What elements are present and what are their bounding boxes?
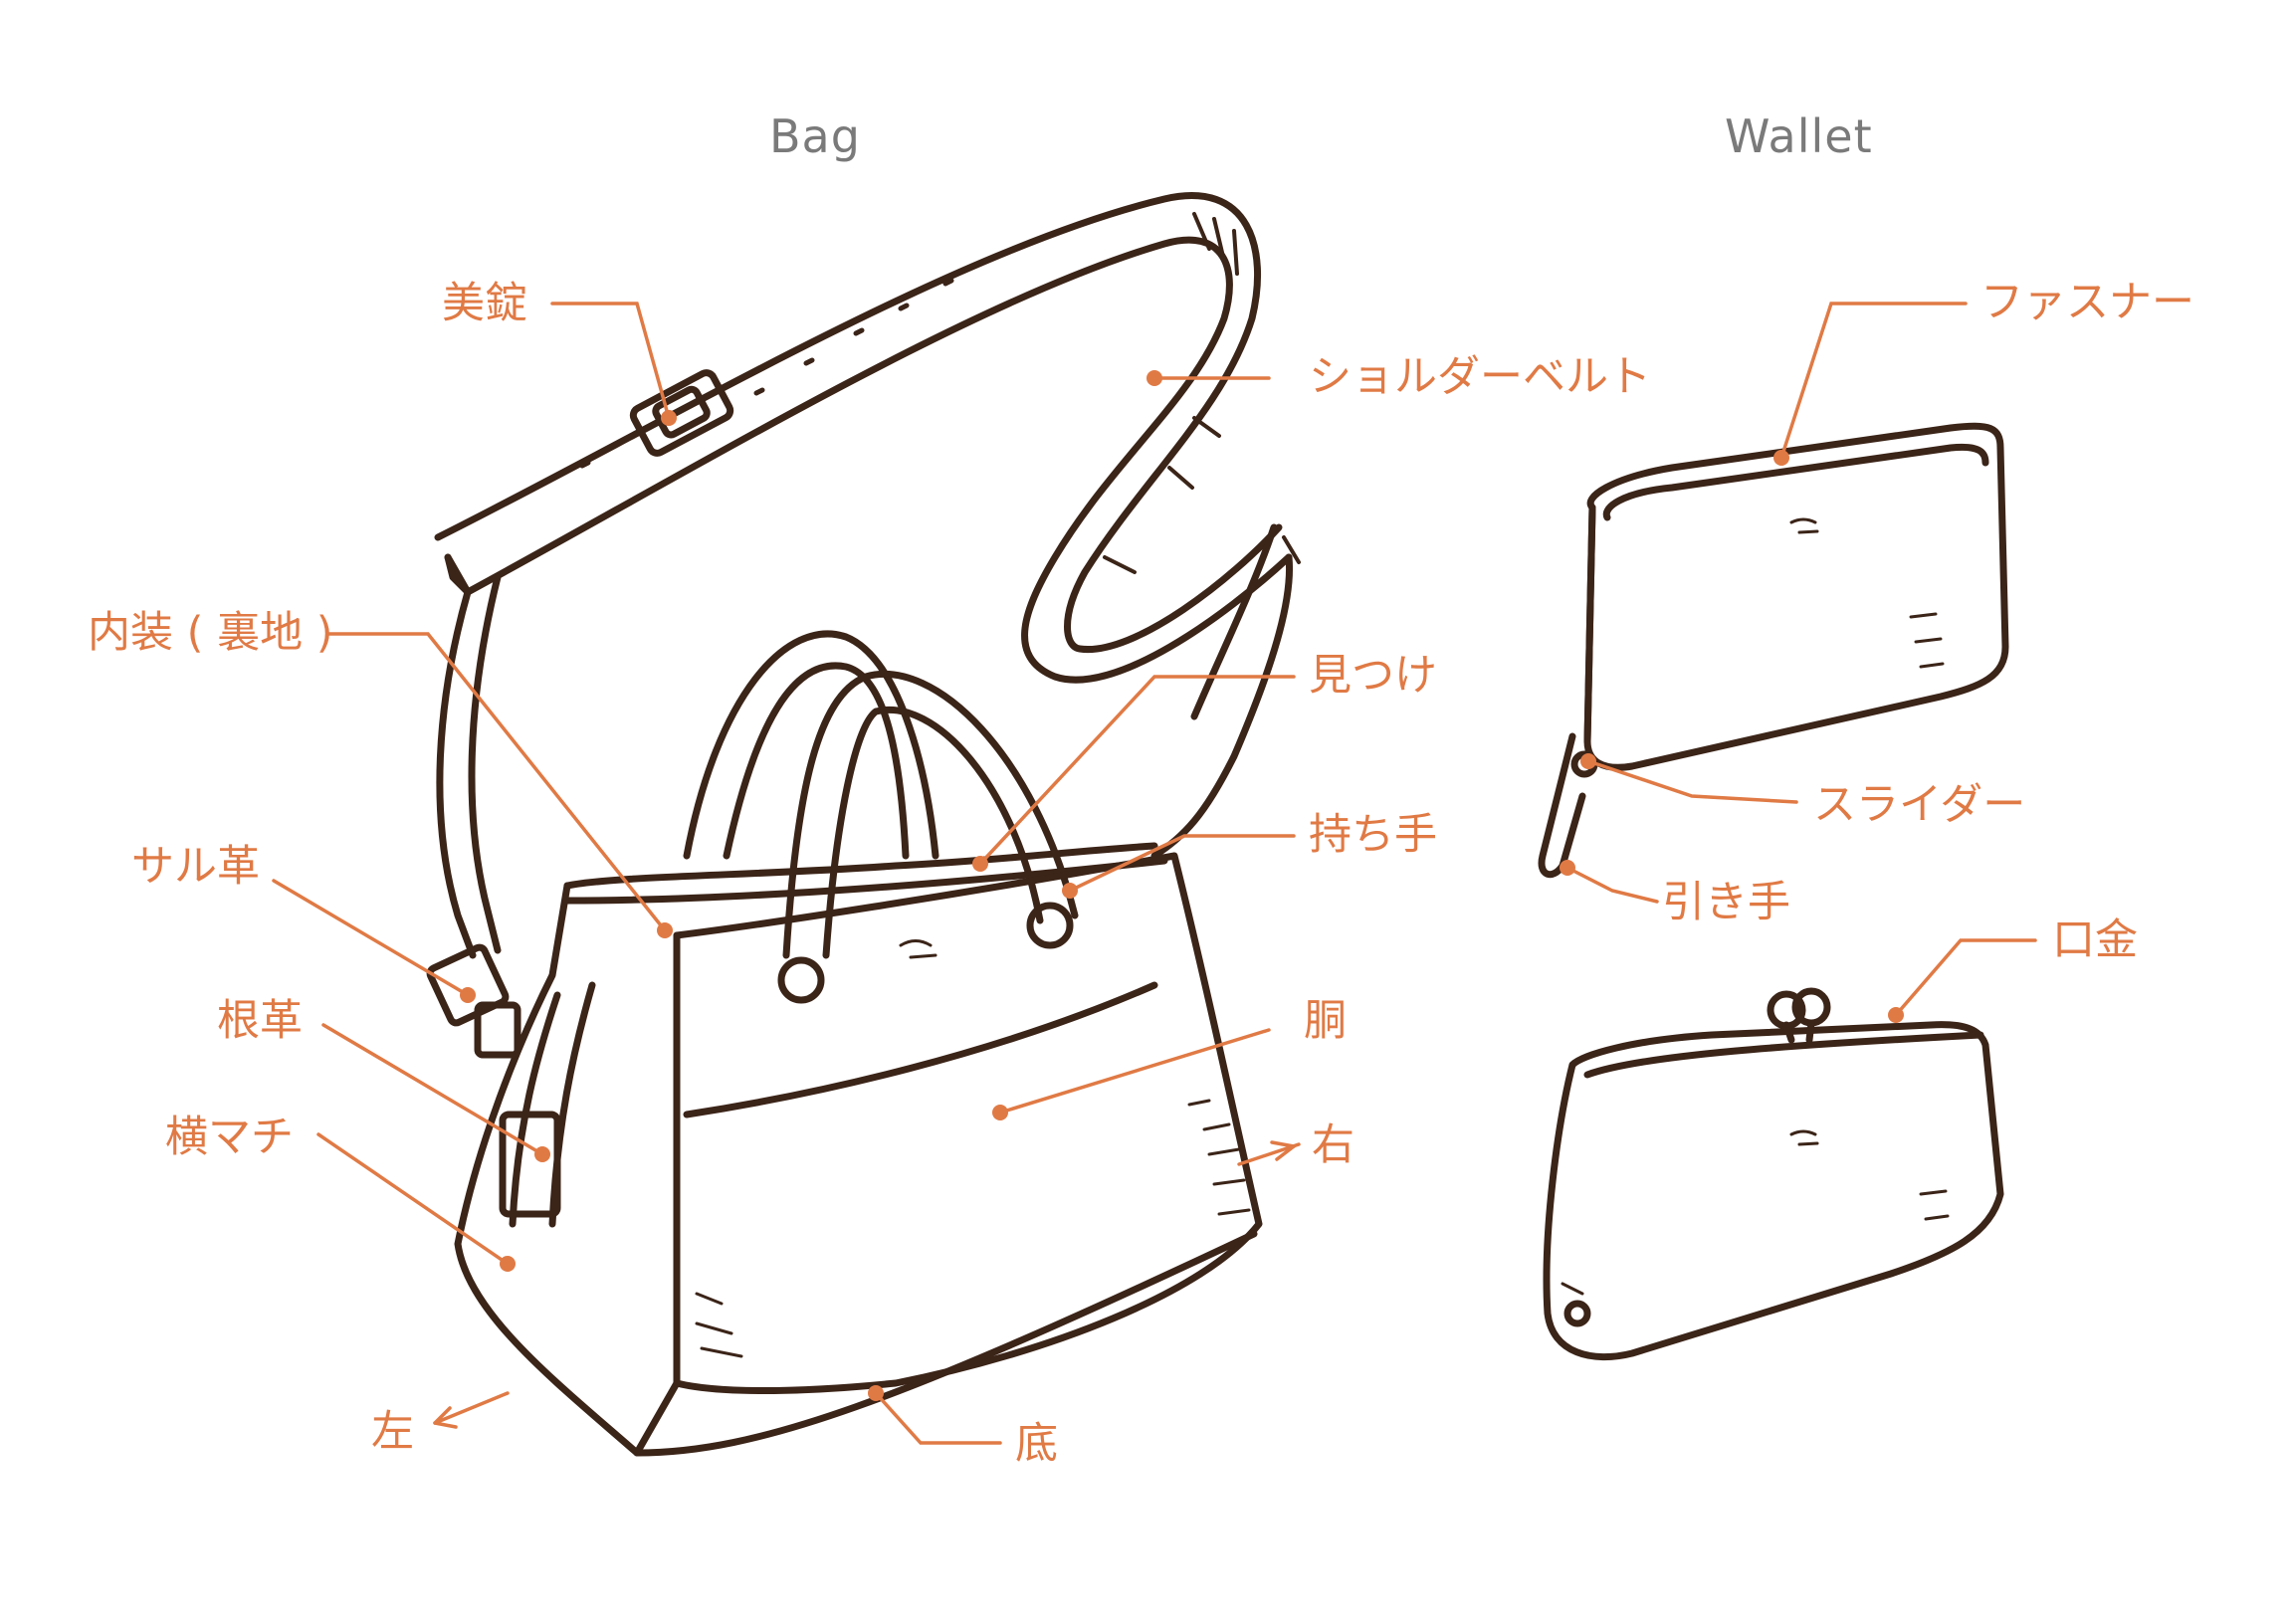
label-right: 右 [1312, 1120, 1354, 1170]
bag-section-title: Bag [769, 109, 861, 163]
buckle-drawing [629, 369, 734, 457]
label-ne-leather: 根革 [217, 996, 303, 1046]
label-slider: スライダー [1813, 780, 2026, 830]
label-fastener: ファスナー [1980, 278, 2194, 327]
label-handle: 持ち手 [1309, 810, 1437, 860]
wallet-section-title: Wallet [1725, 109, 1873, 163]
label-lining: 内装 ( 裏地 ) [88, 608, 333, 658]
label-pull: 引き手 [1662, 878, 1790, 927]
label-side-gusset: 横マチ [165, 1113, 294, 1162]
callout-leaders [272, 302, 2037, 1445]
label-shoulder-belt: ショルダーベルト [1309, 352, 1651, 402]
label-body: 胴 [1304, 996, 1347, 1046]
bag-body-drawing [426, 842, 1263, 1457]
callout-dots [460, 370, 1904, 1401]
handles-drawing [683, 630, 1079, 959]
label-clasp: 口金 [2052, 915, 2138, 965]
clasp-purse-drawing [1543, 987, 2004, 1361]
label-mitsuke: 見つけ [1309, 651, 1437, 701]
label-saru-leather: サル革 [131, 842, 260, 892]
label-bijou: 美錠 [442, 279, 527, 328]
label-bottom: 底 [1015, 1419, 1058, 1469]
shoulder-strap-drawing [434, 192, 1301, 959]
label-left: 左 [371, 1407, 414, 1457]
